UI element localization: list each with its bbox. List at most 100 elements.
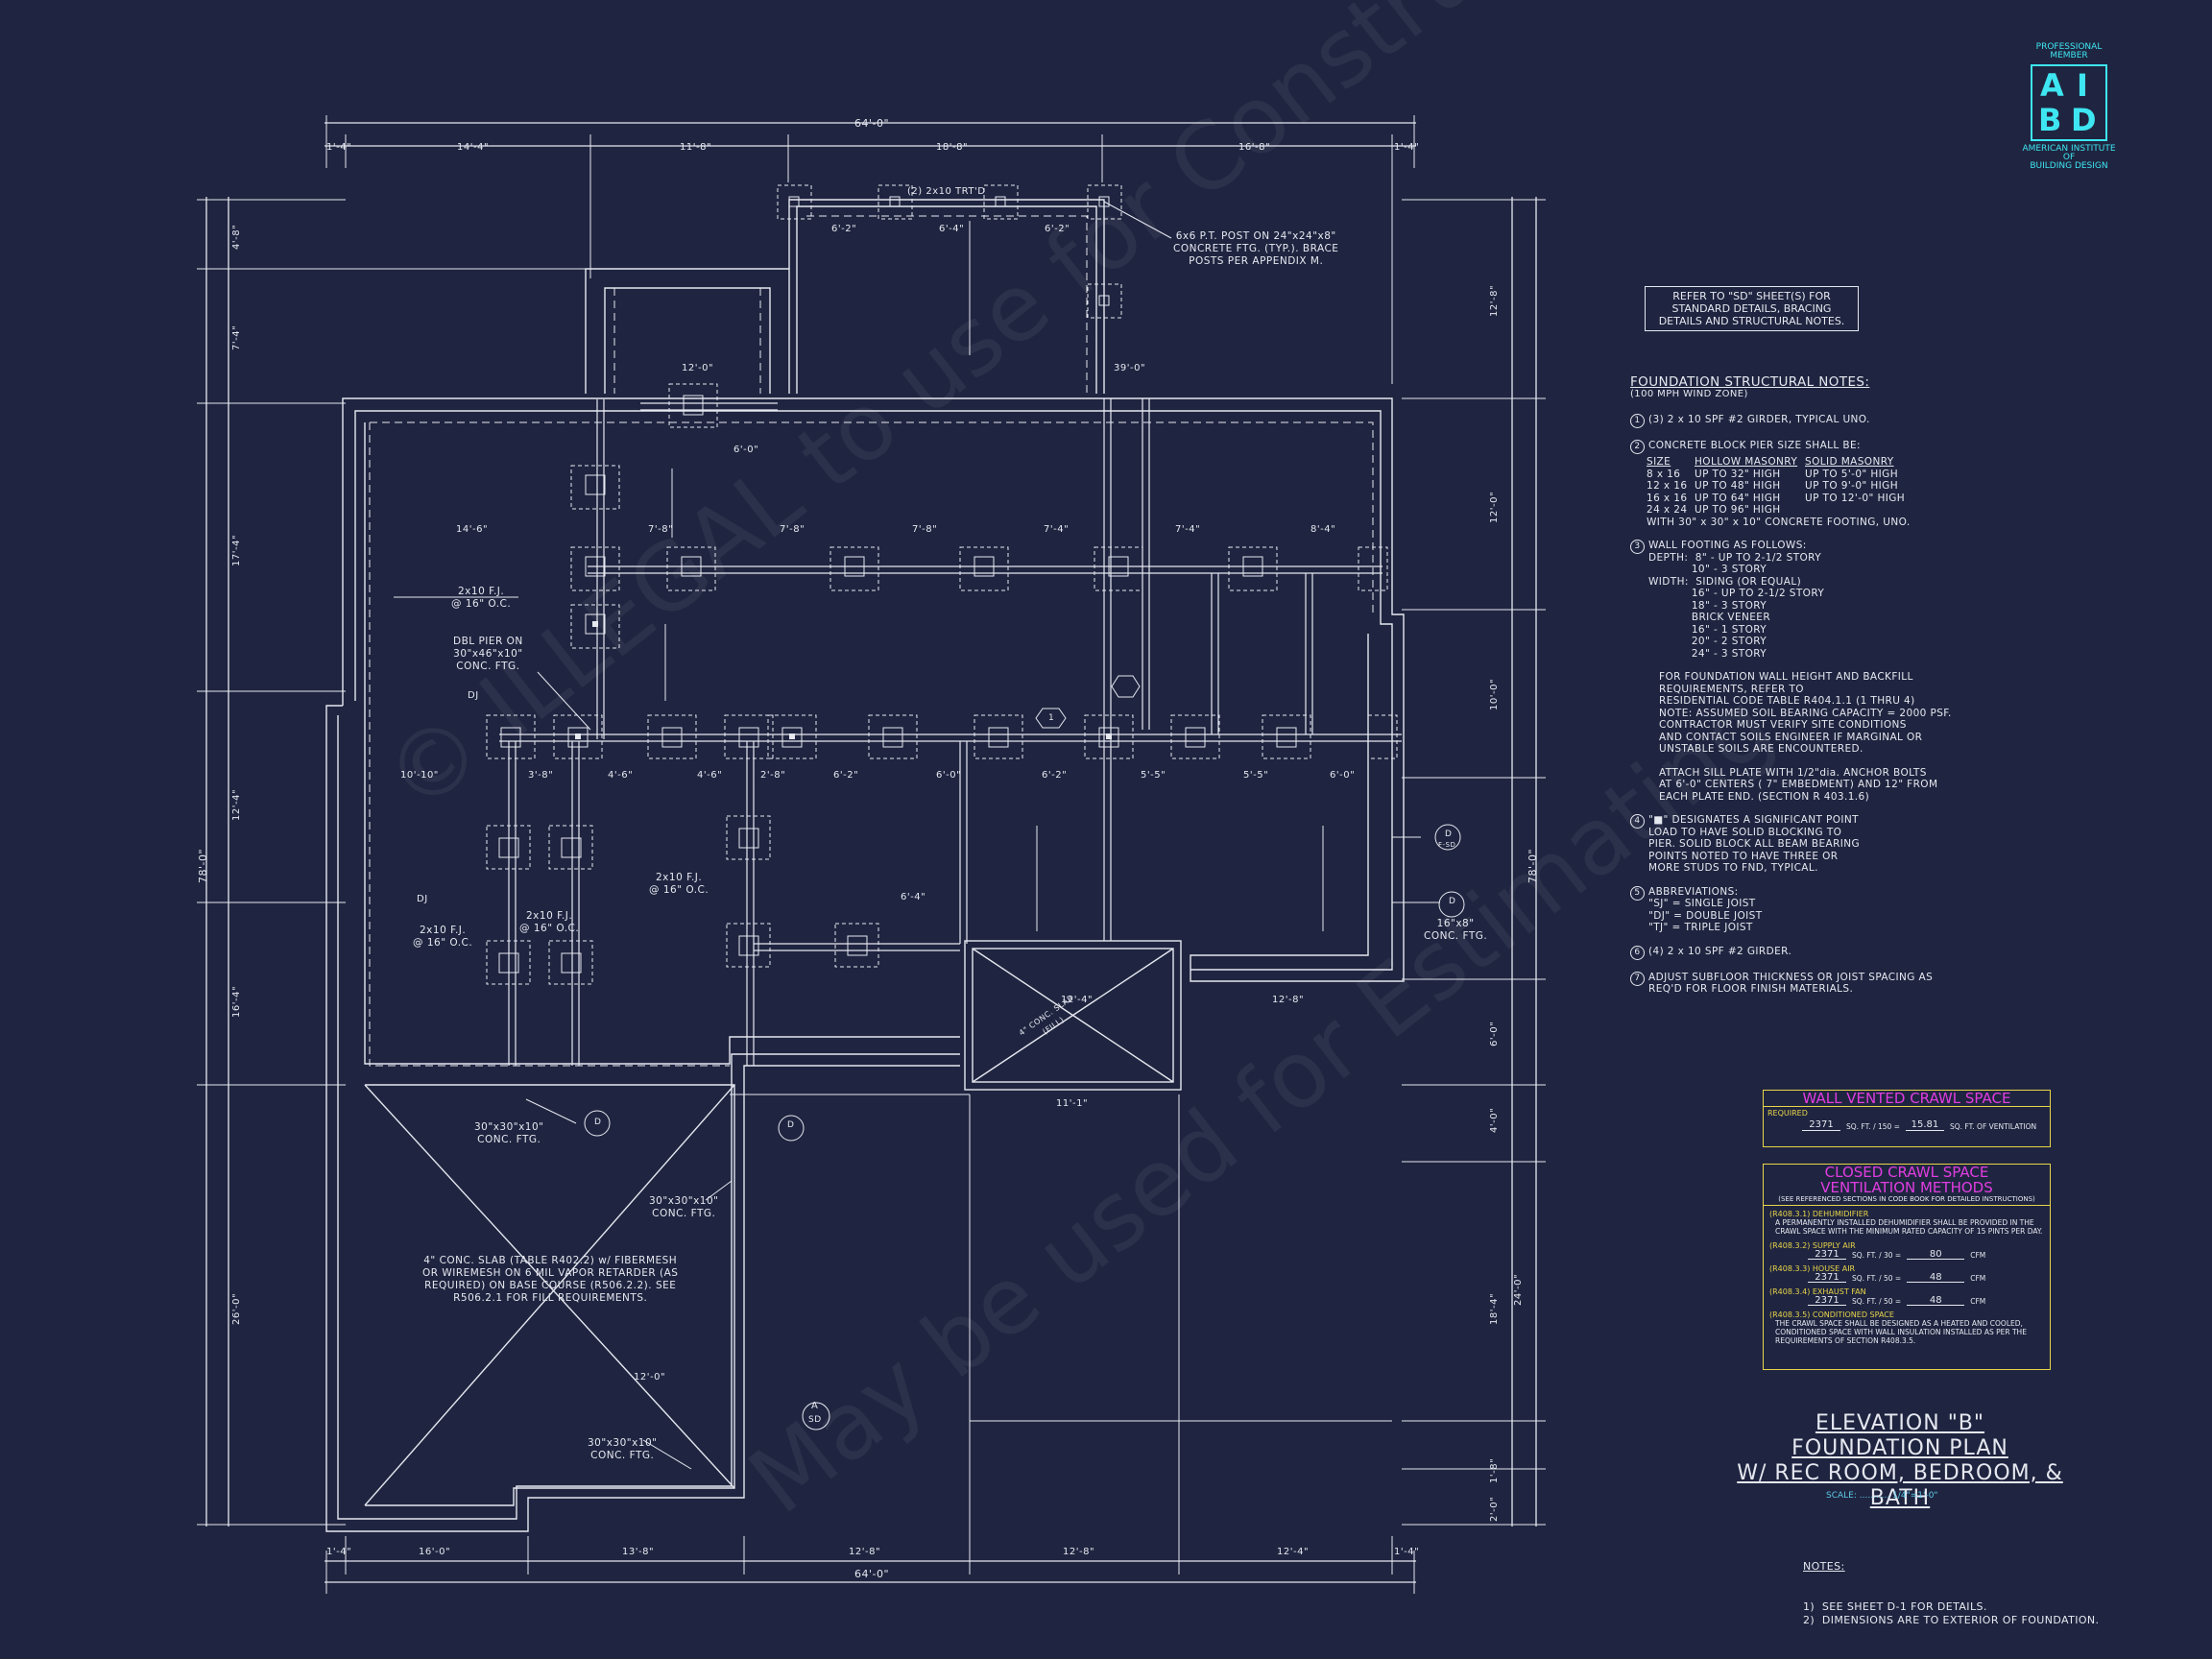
section-marker-letter[interactable]: A xyxy=(811,1401,819,1411)
bottom-dim: 12'-8" xyxy=(1063,1547,1095,1557)
dim-label: 5'-5" xyxy=(1243,770,1269,781)
wall-vented-crawl-space-box: WALL VENTED CRAWL SPACE REQUIRED 2371 SQ… xyxy=(1763,1090,2051,1147)
bottom-dim: 1'-4" xyxy=(1394,1547,1420,1557)
left-dim: 12'-4" xyxy=(231,788,242,821)
calc-op: SQ. FT. / 50 = xyxy=(1852,1297,1902,1306)
notes-subtitle: (100 MPH WIND ZONE) xyxy=(1630,388,1748,399)
table-cell: UP TO 96" HIGH xyxy=(1695,504,1781,516)
dim-label: 12'-4" xyxy=(1061,995,1094,1005)
dim-label: 11'-1" xyxy=(1056,1098,1089,1109)
note-number: 4 xyxy=(1630,814,1645,829)
closed-crawl-title: CLOSED CRAWL SPACE xyxy=(1824,1164,1989,1181)
note-text: ADJUST SUBFLOOR THICKNESS OR JOIST SPACI… xyxy=(1648,971,1934,996)
left-dim: 16'-4" xyxy=(231,985,242,1018)
double-joist-label: DJ xyxy=(468,690,479,701)
bottom-dim: 12'-4" xyxy=(1277,1547,1310,1557)
table-header: HOLLOW MASONRY xyxy=(1695,456,1798,468)
detail-marker-sheet: F-SD xyxy=(1438,841,1456,849)
top-dim: 1'-4" xyxy=(1394,142,1420,153)
note-number: 1 xyxy=(1630,414,1645,428)
dim-label: 4'-6" xyxy=(697,770,723,781)
cfm-unit: CFM xyxy=(1970,1251,1986,1260)
title-line-3: W/ REC ROOM, BEDROOM, & BATH xyxy=(1737,1461,2063,1510)
right-dim: 6'-0" xyxy=(1489,1021,1500,1046)
closed-crawl-subtitle: (SEE REFERENCED SECTIONS IN CODE BOOK FO… xyxy=(1764,1195,2050,1206)
logo-top-text: PROFESSIONAL xyxy=(2035,42,2103,52)
dim-label: 12'-0" xyxy=(634,1372,666,1382)
dim-label: 7'-8" xyxy=(648,524,674,535)
note-item: 4"■" DESIGNATES A SIGNIFICANT POINT LOAD… xyxy=(1630,814,1957,875)
dim-label: 10'-10" xyxy=(400,770,439,781)
area-value: 2371 xyxy=(1808,1250,1846,1260)
table-header: SOLID MASONRY xyxy=(1805,456,1894,468)
note-number: 6 xyxy=(1630,945,1645,960)
dim-label: 6'-2" xyxy=(833,770,859,781)
top-dim: 11'-8" xyxy=(680,142,712,153)
detail-marker[interactable]: D xyxy=(594,1118,602,1127)
title-line-2: FOUNDATION PLAN xyxy=(1791,1436,2008,1460)
girder-label: (2) 2x10 TRT'D xyxy=(907,186,986,197)
dim-label: 6'-0" xyxy=(1330,770,1356,781)
detail-marker[interactable]: D xyxy=(787,1120,795,1130)
note-item: 6(4) 2 x 10 SPF #2 GIRDER. xyxy=(1630,945,1957,960)
required-label: REQUIRED xyxy=(1767,1109,1808,1118)
note-text: ATTACH SILL PLATE WITH 1/2"dia. ANCHOR B… xyxy=(1659,766,1938,803)
right-dim: 12'-8" xyxy=(1489,284,1500,317)
table-cell: 8 x 16 xyxy=(1647,468,1681,480)
method-heading: (R408.3.5) CONDITIONED SPACE xyxy=(1769,1310,1894,1319)
table-header: SIZE xyxy=(1647,456,1671,468)
dim-label: 39'-0" xyxy=(1114,363,1146,373)
right-dim: 24'-0" xyxy=(1513,1273,1524,1306)
method-heading: (R408.3.4) EXHAUST FAN xyxy=(1769,1287,1866,1296)
right-dim: 4'-0" xyxy=(1489,1107,1500,1133)
footing-label: 30"x30"x10" CONC. FTG. xyxy=(588,1437,658,1461)
bottom-dim: 13'-8" xyxy=(622,1547,655,1557)
dim-label: 6'-0" xyxy=(936,770,962,781)
detail-marker[interactable]: D xyxy=(1449,897,1456,906)
left-dim: 4'-8" xyxy=(231,224,242,250)
cfm-unit: CFM xyxy=(1970,1274,1986,1283)
dim-label: 7'-4" xyxy=(1044,524,1070,535)
calc-op: SQ. FT. / 50 = xyxy=(1852,1274,1902,1283)
note-text: WITH 30" x 30" x 10" CONCRETE FOOTING, U… xyxy=(1647,516,1911,528)
reference-note-box: REFER TO "SD" SHEET(S) FOR STANDARD DETA… xyxy=(1645,286,1859,331)
note-number: 5 xyxy=(1630,885,1645,901)
result-value: 48 xyxy=(1907,1273,1965,1283)
overall-width-top: 64'-0" xyxy=(854,117,890,130)
dim-label: 6'-2" xyxy=(1042,770,1068,781)
table-cell: 12 x 16 xyxy=(1647,480,1688,492)
logo-bottom-text-2: OF xyxy=(2062,153,2076,162)
top-dim: 1'-4" xyxy=(326,142,352,153)
method-text: THE CRAWL SPACE SHALL BE DESIGNED AS A H… xyxy=(1775,1319,2027,1345)
area-value: 2371 xyxy=(1802,1119,1840,1131)
footing-label: 30"x30"x10" CONC. FTG. xyxy=(649,1195,719,1219)
dim-label: 6'-4" xyxy=(901,892,926,902)
wall-vented-title: WALL VENTED CRAWL SPACE xyxy=(1764,1091,2050,1107)
note-text: FOR FOUNDATION WALL HEIGHT AND BACKFILL … xyxy=(1659,671,1952,755)
closed-crawl-title-2: VENTILATION METHODS xyxy=(1820,1179,1993,1196)
dim-label: 6'-4" xyxy=(939,224,965,234)
left-dim: 17'-4" xyxy=(231,534,242,566)
detail-marker[interactable]: D xyxy=(1445,830,1453,839)
logo-letter: D xyxy=(2071,102,2097,138)
notes-title: FOUNDATION STRUCTURAL NOTES: xyxy=(1630,374,1870,390)
cfm-unit: CFM xyxy=(1970,1297,1986,1306)
section-marker-sheet: SD xyxy=(808,1415,822,1425)
dim-label: 6'-0" xyxy=(733,445,759,455)
aibd-logo: PROFESSIONAL MEMBER A I B D AMERICAN INS… xyxy=(2016,43,2122,171)
floor-joist-label: 2x10 F.J. @ 16" O.C. xyxy=(649,872,709,896)
left-dim: 26'-0" xyxy=(231,1292,242,1325)
note-text: CONCRETE BLOCK PIER SIZE SHALL BE: xyxy=(1648,440,1861,451)
note-text: (4) 2 x 10 SPF #2 GIRDER. xyxy=(1648,945,1792,957)
dim-label: 7'-8" xyxy=(780,524,805,535)
result-unit: SQ. FT. OF VENTILATION xyxy=(1949,1122,2037,1131)
logo-bottom-text-3: BUILDING DESIGN xyxy=(2030,161,2108,171)
hex-marker: 1 xyxy=(1048,713,1055,723)
left-dim: 7'-4" xyxy=(231,325,242,350)
table-cell: UP TO 9'-0" HIGH xyxy=(1805,480,1898,492)
wall-vented-calc: 2371 SQ. FT. / 150 = 15.81 SQ. FT. OF VE… xyxy=(1802,1119,2050,1131)
note-number: 2 xyxy=(1630,440,1645,454)
table-cell: 24 x 24 xyxy=(1647,504,1688,516)
